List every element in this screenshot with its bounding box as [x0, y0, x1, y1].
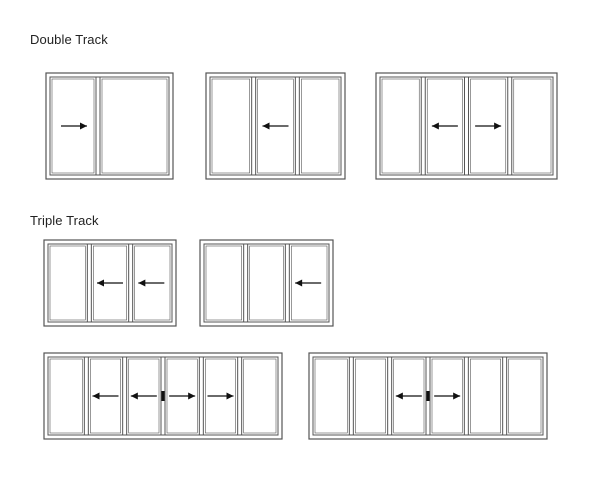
panel-glass — [291, 245, 328, 321]
panel-glass — [249, 245, 284, 321]
panel-glass — [314, 358, 348, 434]
door-config-tt-3 — [43, 352, 283, 440]
door-config-dt-2 — [205, 72, 346, 180]
arrow-right-icon — [61, 122, 87, 130]
panel-glass — [470, 78, 507, 174]
panel-glass — [470, 358, 501, 434]
panel-glass — [301, 78, 340, 174]
panel-glass — [128, 358, 160, 434]
inner-frame — [312, 356, 544, 436]
panel-glass — [90, 358, 121, 434]
door-config-dt-1 — [45, 72, 174, 180]
triple-track-heading: Triple Track — [30, 213, 99, 228]
outer-frame — [375, 72, 558, 180]
panel-glass — [166, 358, 198, 434]
panel-glass — [381, 78, 420, 174]
outer-frame — [205, 72, 346, 180]
inner-frame — [49, 76, 170, 176]
outer-frame — [199, 239, 334, 327]
panel-glass — [101, 78, 168, 174]
panel-glass — [355, 358, 386, 434]
handle-icon — [161, 391, 165, 401]
door-config-tt-1 — [43, 239, 177, 327]
arrow-right-icon — [475, 122, 502, 130]
handle-icon — [426, 391, 430, 401]
arrow-left-icon — [138, 279, 165, 287]
door-config-dt-3 — [375, 72, 558, 180]
panel-glass — [93, 245, 127, 321]
inner-frame — [379, 76, 554, 176]
panel-glass — [257, 78, 294, 174]
panel-glass — [205, 245, 242, 321]
outer-frame — [308, 352, 548, 440]
arrow-left-icon — [431, 122, 458, 130]
outer-frame — [43, 352, 283, 440]
arrow-left-icon — [295, 279, 322, 287]
panel-glass — [205, 358, 236, 434]
panel-glass — [211, 78, 250, 174]
outer-frame — [45, 72, 174, 180]
inner-frame — [47, 243, 173, 323]
panel-glass — [51, 78, 95, 174]
panel-glass — [393, 358, 425, 434]
inner-frame — [209, 76, 342, 176]
arrow-right-icon — [434, 392, 461, 400]
arrow-right-icon — [207, 392, 234, 400]
outer-frame — [43, 239, 177, 327]
panel-glass — [49, 358, 83, 434]
panel-glass — [513, 78, 552, 174]
arrow-left-icon — [92, 392, 119, 400]
panel-glass — [426, 78, 463, 174]
panel-glass — [134, 245, 171, 321]
inner-frame — [203, 243, 330, 323]
door-config-tt-4 — [308, 352, 548, 440]
panel-glass — [49, 245, 86, 321]
panel-glass — [508, 358, 542, 434]
arrow-right-icon — [169, 392, 196, 400]
double-track-heading: Double Track — [30, 32, 108, 47]
arrow-left-icon — [130, 392, 157, 400]
panel-glass — [243, 358, 277, 434]
arrow-left-icon — [97, 279, 123, 287]
arrow-left-icon — [395, 392, 422, 400]
inner-frame — [47, 356, 279, 436]
panel-glass — [431, 358, 463, 434]
door-config-tt-2 — [199, 239, 334, 327]
arrow-left-icon — [262, 122, 289, 130]
